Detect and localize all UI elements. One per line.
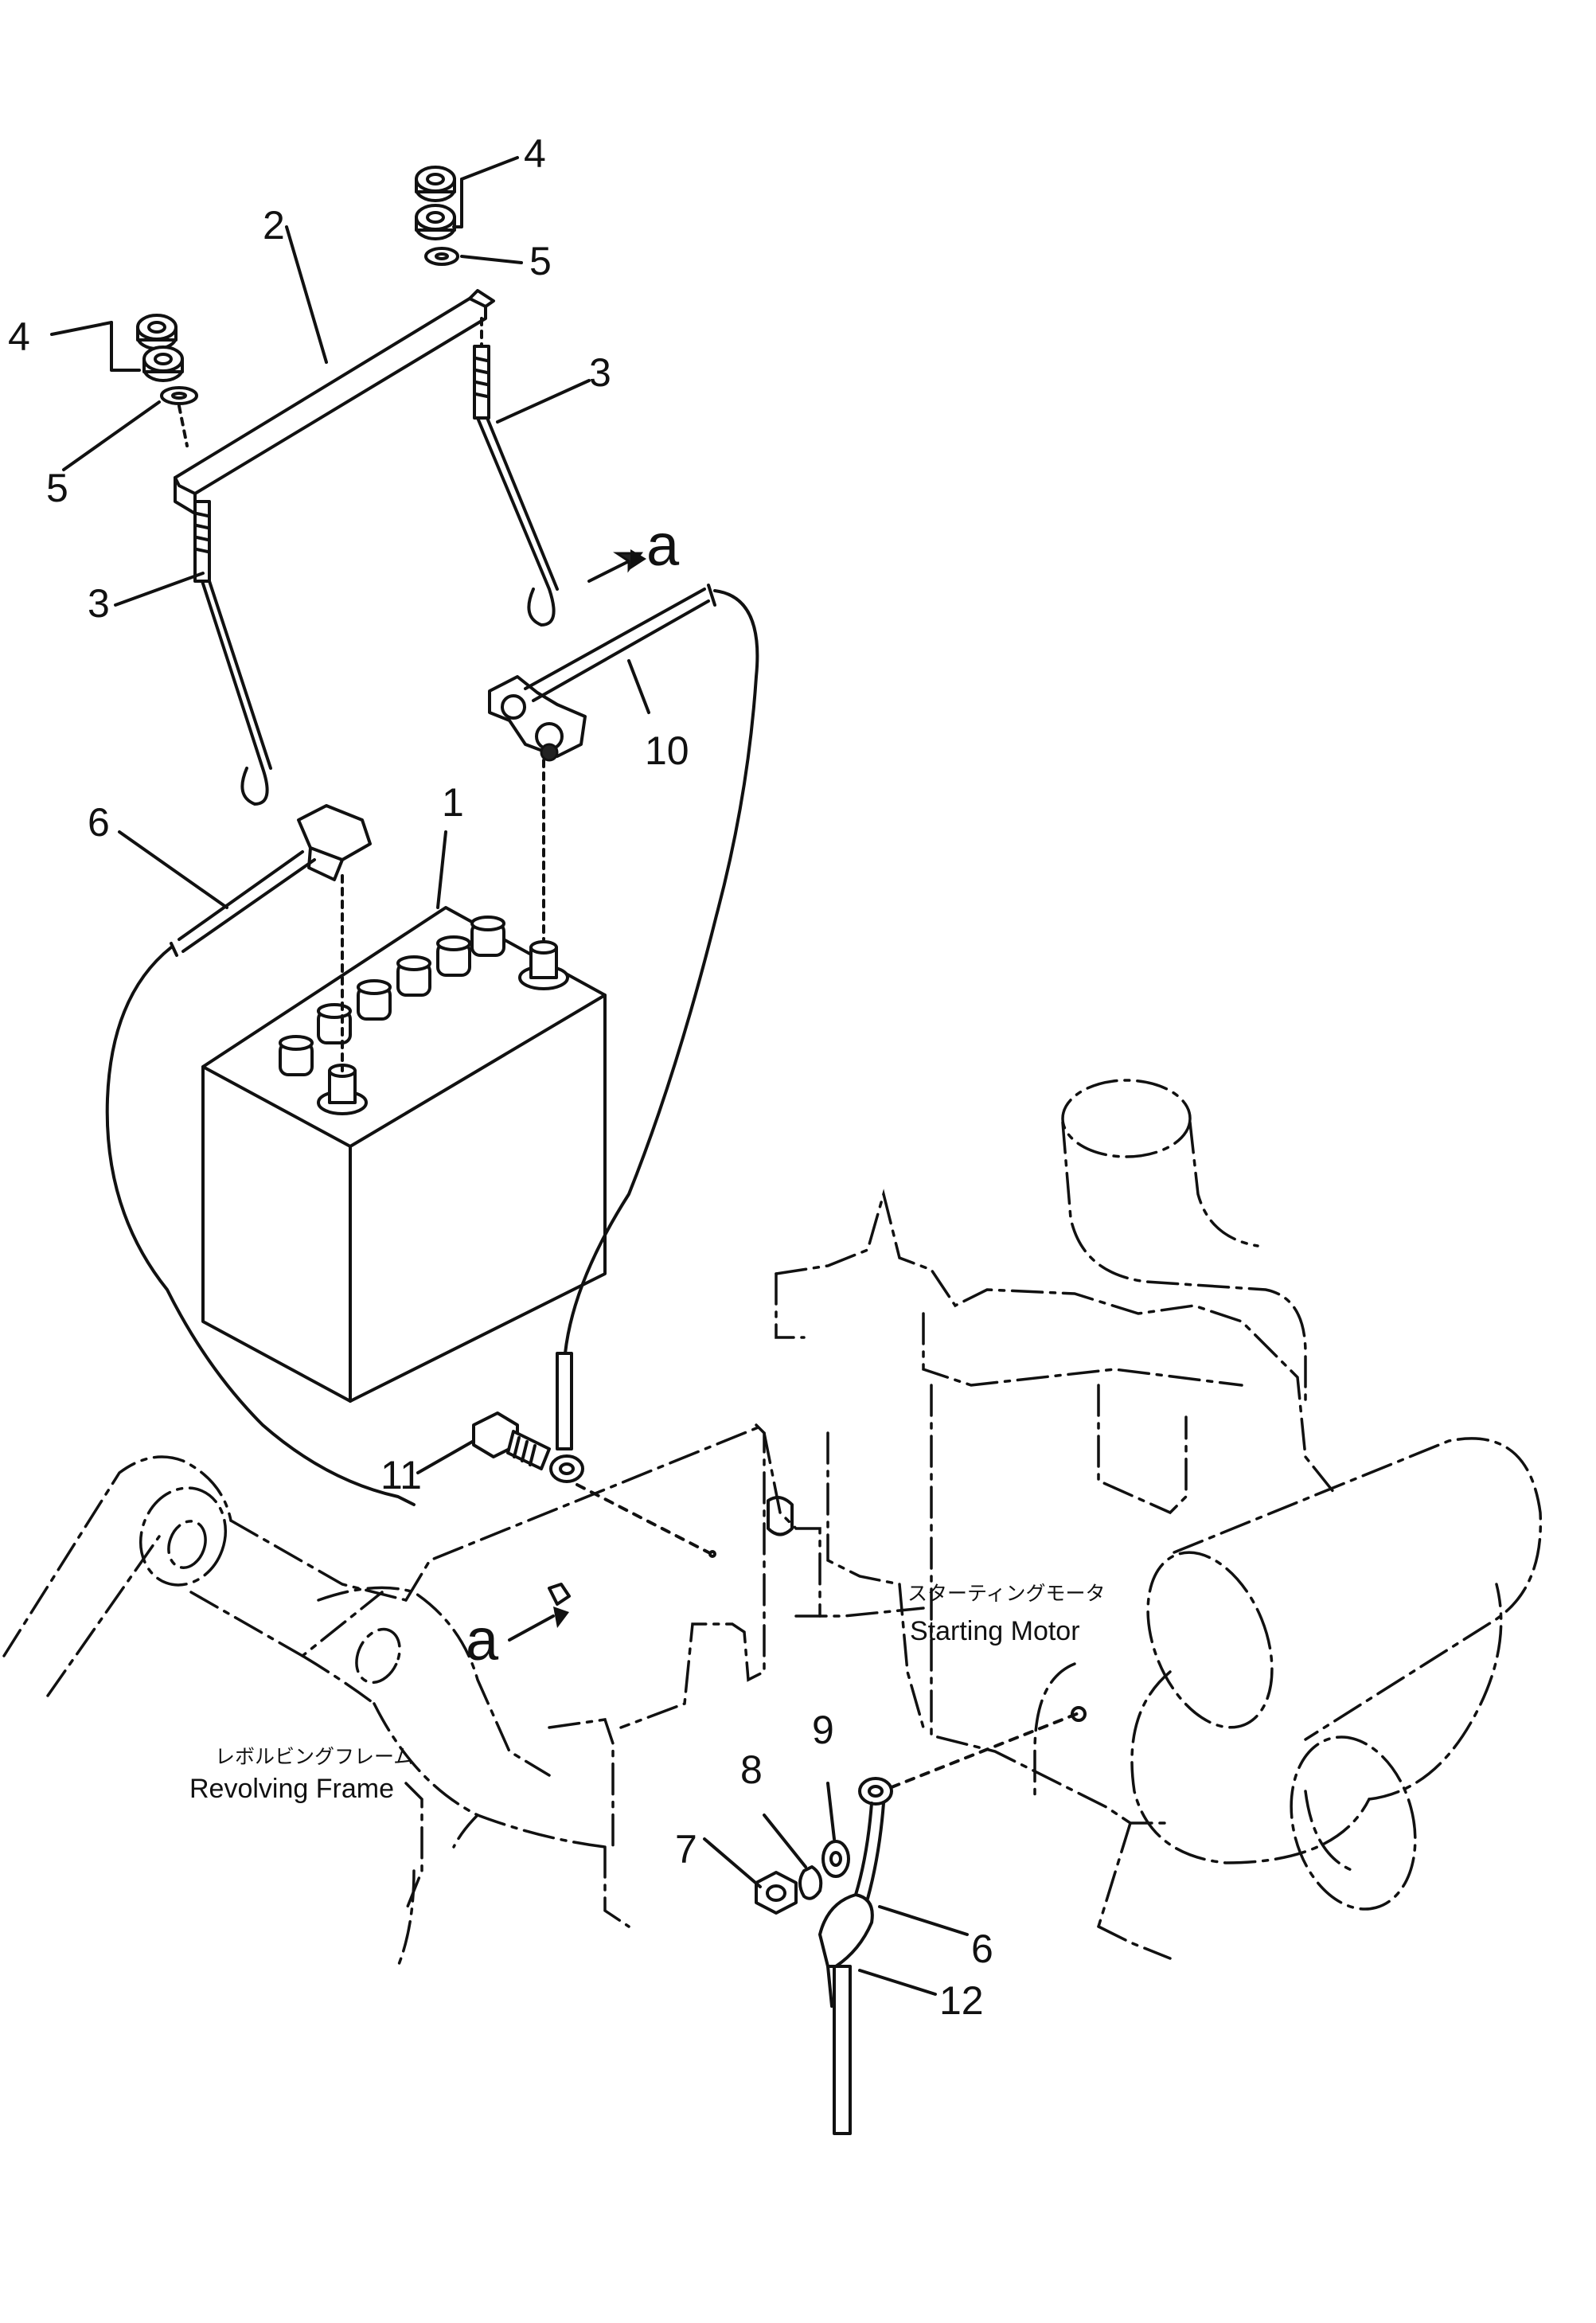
j-bolt-left <box>193 500 272 806</box>
frame-bracket <box>548 1583 571 1606</box>
callout-6-bottom: 6 <box>971 1927 993 1971</box>
align-line-left <box>178 404 189 447</box>
washer-8 <box>798 1865 823 1900</box>
starting-motor-label-jp: スターティングモータ <box>907 1582 1106 1605</box>
battery-terminal-positive <box>518 940 569 990</box>
cable-negative <box>105 804 416 1506</box>
ref-arrow-top <box>587 549 646 583</box>
callout-10: 10 <box>645 728 689 773</box>
callout-labels: 2 4 5 3 4 5 3 1 6 10 11 7 8 9 6 12 <box>8 131 993 2023</box>
washer-left <box>160 386 198 405</box>
washer-right <box>424 247 459 266</box>
revolving-frame-label-jp: レボルビングフレーム <box>215 1745 413 1768</box>
callout-4-right: 4 <box>524 131 546 176</box>
ref-a-top: a <box>646 512 680 578</box>
j-bolt-right <box>473 317 559 627</box>
nut-pair-right <box>415 166 456 240</box>
callout-8: 8 <box>740 1747 763 1792</box>
battery <box>201 906 607 1403</box>
callout-4-left: 4 <box>8 314 30 359</box>
callout-3-left: 3 <box>88 581 110 626</box>
cable-positive <box>488 584 759 1558</box>
ref-arrow-bottom <box>508 1607 569 1642</box>
callout-1: 1 <box>442 780 464 825</box>
revolving-frame-phantom <box>2 1423 925 1968</box>
leader-lines <box>50 156 969 1996</box>
ref-a-bottom: a <box>466 1607 499 1673</box>
starting-motor-label-en: Starting Motor <box>910 1616 1080 1646</box>
callout-5-right: 5 <box>529 239 552 283</box>
callout-12: 12 <box>939 1978 984 2023</box>
bolt-11 <box>472 1411 551 1470</box>
battery-terminal-negative <box>317 1064 368 1115</box>
washer-9 <box>821 1840 850 1878</box>
callout-7: 7 <box>675 1827 697 1872</box>
revolving-frame-label-en: Revolving Frame <box>189 1774 394 1804</box>
callout-11: 11 <box>380 1453 422 1497</box>
starter-cable <box>818 1706 1087 2135</box>
callout-9: 9 <box>812 1708 834 1752</box>
callout-6-top: 6 <box>88 800 110 845</box>
callout-3-right: 3 <box>589 350 611 395</box>
engine-phantom <box>775 1079 1543 1960</box>
nut-7 <box>755 1871 798 1915</box>
hold-down-bar <box>174 289 495 515</box>
callout-2: 2 <box>263 203 285 248</box>
nut-pair-left <box>136 314 184 382</box>
frame-stud <box>767 1496 794 1536</box>
callout-5-left: 5 <box>46 466 68 510</box>
